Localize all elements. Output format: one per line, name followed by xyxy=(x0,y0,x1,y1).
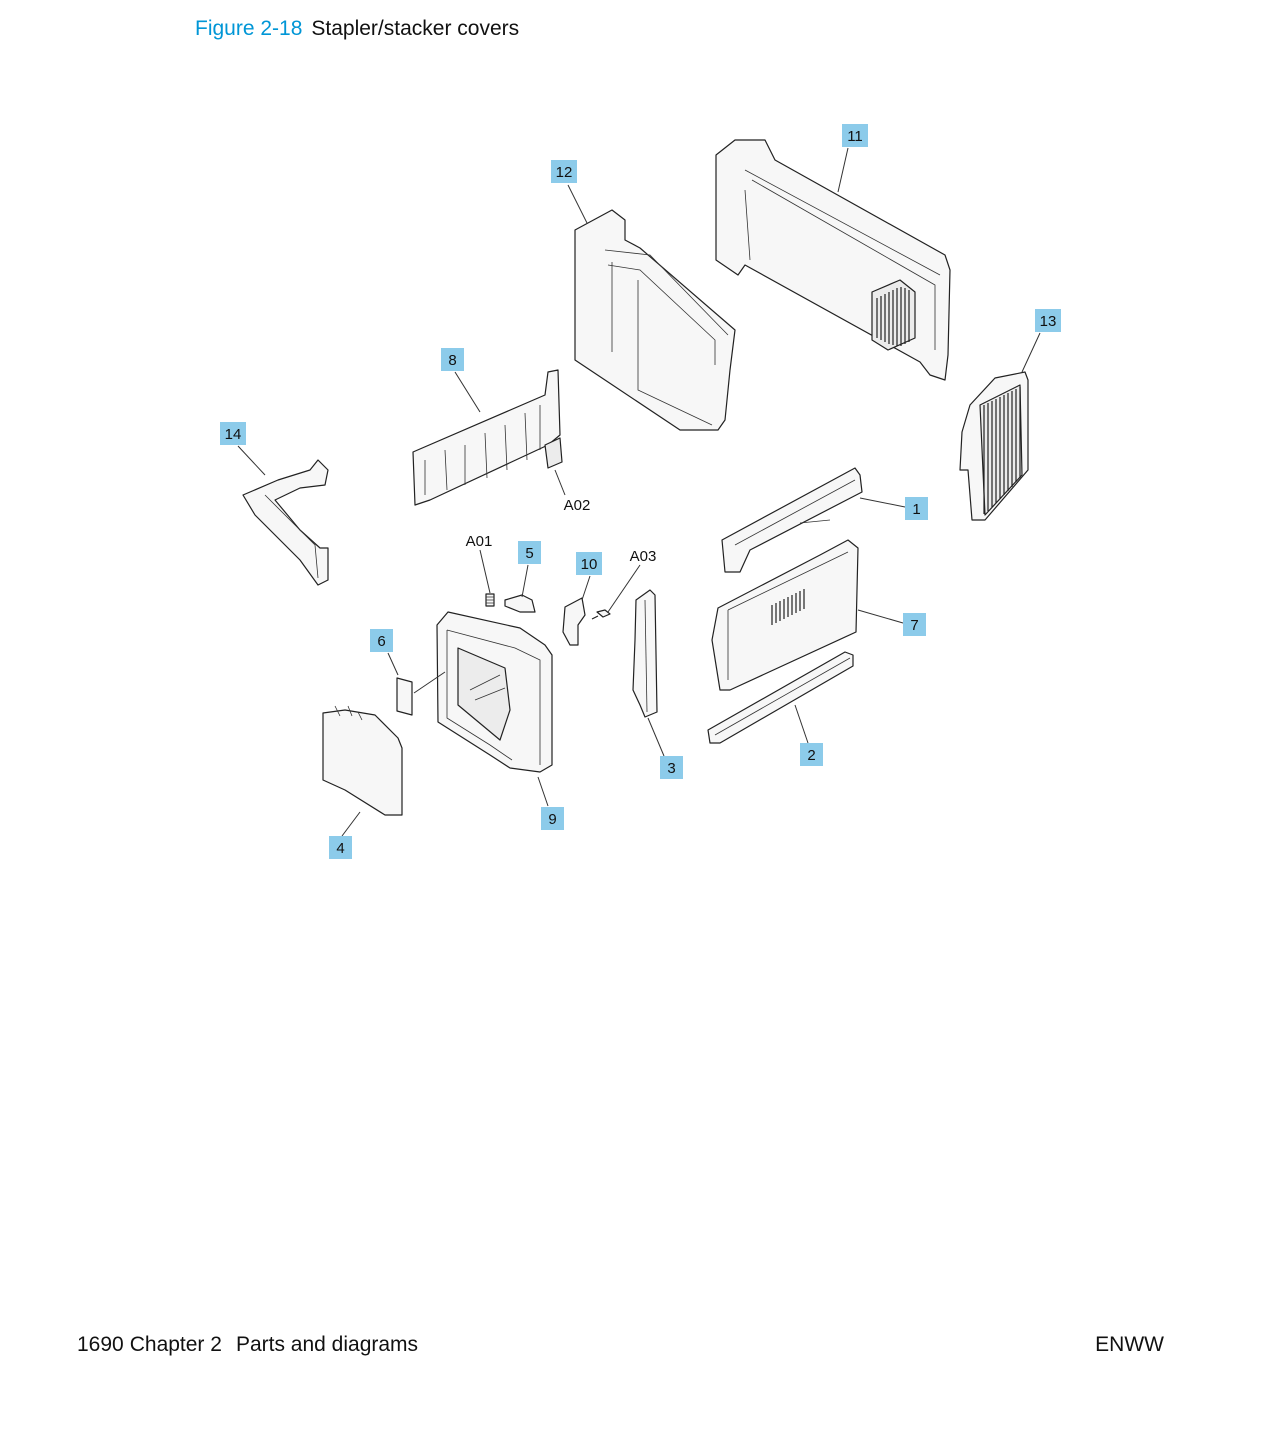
svg-text:2: 2 xyxy=(807,747,815,764)
svg-text:1: 1 xyxy=(912,501,920,518)
callout-5: 5 xyxy=(518,541,541,564)
ref-label-a02: A02 xyxy=(564,497,591,514)
callout-11: 11 xyxy=(842,124,868,147)
svg-text:8: 8 xyxy=(448,352,456,369)
part-8-frame xyxy=(412,369,563,506)
part-9-front-cover xyxy=(436,611,553,773)
ref-label-a03: A03 xyxy=(630,548,657,565)
section-title: Parts and diagrams xyxy=(235,1333,419,1356)
part-2-bottom-rail xyxy=(707,651,854,744)
figure-number: Figure 2-18 xyxy=(195,17,303,40)
ref-label-a01: A01 xyxy=(466,533,493,550)
part-4-door xyxy=(322,705,403,816)
part-10-hinge xyxy=(562,597,586,646)
figure-title: Stapler/stacker covers xyxy=(311,17,520,40)
part-7-front-panel xyxy=(711,539,859,691)
callout-14: 14 xyxy=(220,422,246,445)
ref-a01-spring xyxy=(485,593,495,607)
chapter-label: Chapter 2 xyxy=(129,1333,222,1356)
svg-text:9: 9 xyxy=(548,811,556,828)
page-number: 1690 xyxy=(77,1333,124,1356)
svg-text:7: 7 xyxy=(910,617,918,634)
part-5-latch xyxy=(504,594,536,613)
ref-a03-screw xyxy=(591,609,611,620)
callout-10: 10 xyxy=(576,552,602,575)
callout-8: 8 xyxy=(441,348,464,371)
callout-2: 2 xyxy=(800,743,823,766)
page-footer-brand: ENWW xyxy=(1095,1333,1164,1356)
callout-1: 1 xyxy=(905,497,928,520)
svg-text:12: 12 xyxy=(556,164,573,181)
part-14-bracket xyxy=(242,459,329,586)
part-1-top-cover xyxy=(721,467,863,573)
part-13-vented-panel xyxy=(959,371,1029,521)
svg-text:4: 4 xyxy=(336,840,344,857)
part-3-post xyxy=(632,589,658,718)
part-12-side-cover xyxy=(574,209,736,431)
svg-text:10: 10 xyxy=(581,556,598,573)
part-6-label xyxy=(396,677,413,716)
callout-3: 3 xyxy=(660,756,683,779)
callout-6: 6 xyxy=(370,629,393,652)
callout-13: 13 xyxy=(1035,309,1061,332)
callout-7: 7 xyxy=(903,613,926,636)
callout-4: 4 xyxy=(329,836,352,859)
svg-text:6: 6 xyxy=(377,633,385,650)
part-11-rear-cover xyxy=(715,139,951,381)
figure-caption: Figure 2-18 Stapler/stacker covers xyxy=(195,17,519,41)
svg-text:5: 5 xyxy=(525,545,533,562)
svg-text:13: 13 xyxy=(1040,313,1057,330)
leader-lines xyxy=(237,147,1041,837)
svg-text:14: 14 xyxy=(225,426,242,443)
svg-text:11: 11 xyxy=(847,128,863,145)
svg-text:3: 3 xyxy=(667,760,675,777)
callout-12: 12 xyxy=(551,160,577,183)
callout-9: 9 xyxy=(541,807,564,830)
